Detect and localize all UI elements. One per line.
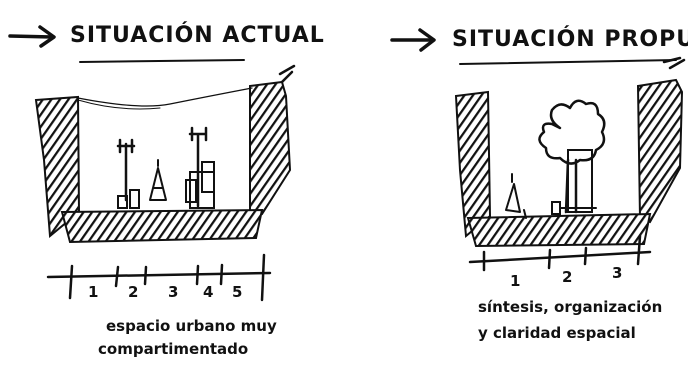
left-scale-number: 2: [128, 283, 138, 301]
right-scale-number: 3: [612, 264, 622, 282]
right-title: SITUACIÓN PROPUESTA: [452, 26, 688, 52]
left-panel: SITUACIÓN ACTUAL: [8, 22, 325, 358]
right-scale: 1 2 3: [468, 234, 652, 290]
left-arrow-icon: [8, 25, 56, 48]
right-caption-line2: y claridad espacial: [478, 324, 636, 342]
right-arrow-icon: [390, 28, 436, 52]
left-scale-number: 1: [88, 283, 98, 301]
right-scale-number: 1: [510, 272, 520, 290]
left-caption-line1: espacio urbano muy: [106, 317, 277, 335]
left-section-drawing: [34, 64, 296, 244]
left-scale-number: 3: [168, 283, 178, 301]
left-scale: 1 2 3 4 5: [46, 253, 272, 302]
left-title: SITUACIÓN ACTUAL: [70, 22, 325, 48]
right-scale-number: 2: [562, 268, 572, 286]
right-section-drawing: [454, 56, 686, 248]
right-panel: SITUACIÓN PROPUESTA 1 2 3: [390, 26, 688, 342]
left-title-underline: [79, 59, 245, 63]
left-scale-number: 5: [232, 283, 242, 301]
left-scale-number: 4: [203, 283, 213, 301]
left-caption-line2: compartimentado: [98, 340, 248, 358]
right-title-underline: [459, 59, 677, 65]
right-caption-line1: síntesis, organización: [478, 298, 662, 316]
